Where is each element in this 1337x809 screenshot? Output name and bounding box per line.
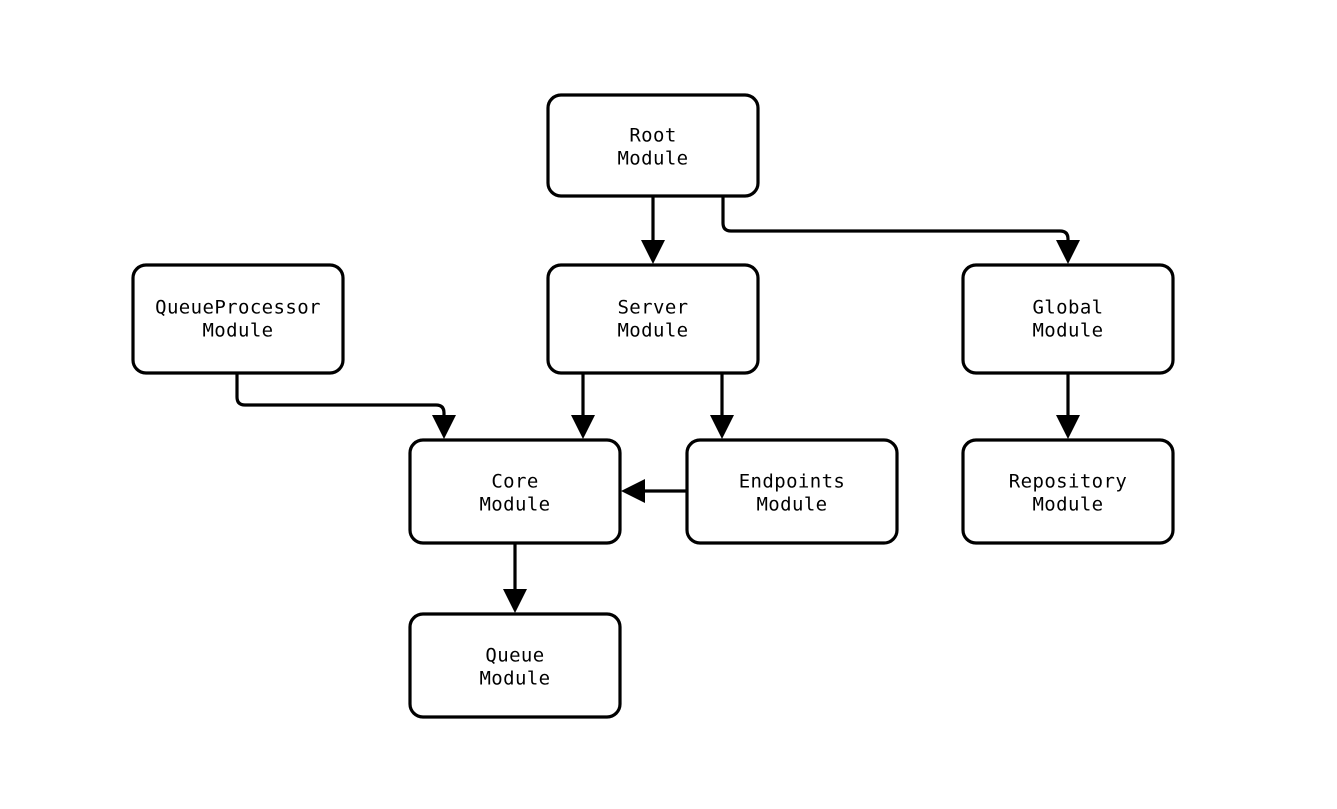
edge-core-to-queue-arrowhead (503, 589, 527, 613)
node-repository-module[interactable]: Repository Module (961, 438, 1175, 545)
node-global-module-box[interactable] (961, 263, 1175, 375)
node-server-module-label-line2: Module (617, 320, 688, 342)
node-queue-module-label-line1: Queue (485, 645, 544, 667)
edge-layer (235, 196, 1080, 613)
edge-server-to-core-arrowhead (571, 415, 595, 439)
edge-server-to-endpoints (710, 373, 734, 439)
node-repository-module-label-line1: Repository (1009, 471, 1127, 493)
edge-core-to-queue (503, 543, 527, 613)
edge-global-to-repository-arrowhead (1056, 415, 1080, 439)
edge-queueprocessor-to-core (235, 373, 456, 439)
edge-root-to-global-arrowhead (1056, 240, 1080, 264)
node-global-module[interactable]: Global Module (961, 263, 1175, 375)
node-core-module-label-line1: Core (491, 471, 538, 493)
node-queue-module-label-line2: Module (479, 668, 550, 690)
node-root-module-label-line2: Module (617, 148, 688, 170)
edge-endpoints-to-core (621, 479, 687, 503)
node-server-module[interactable]: Server Module (546, 263, 760, 375)
node-endpoints-module-label-line1: Endpoints (739, 471, 846, 493)
node-core-module-box[interactable] (408, 438, 622, 545)
node-repository-module-box[interactable] (961, 438, 1175, 545)
edge-queueprocessor-to-core-line (235, 373, 446, 421)
node-endpoints-module-label-line2: Module (756, 494, 827, 516)
node-root-module-box[interactable] (546, 93, 760, 198)
node-queue-module-box[interactable] (408, 612, 622, 719)
node-queue-module[interactable]: Queue Module (408, 612, 622, 719)
node-server-module-box[interactable] (546, 263, 760, 375)
node-global-module-label-line1: Global (1032, 297, 1103, 319)
node-core-module[interactable]: Core Module (408, 438, 622, 545)
edge-root-to-global-line (721, 196, 1070, 246)
edge-root-to-server-arrowhead (641, 240, 665, 264)
node-repository-module-label-line2: Module (1032, 494, 1103, 516)
edge-global-to-repository (1056, 373, 1080, 439)
edge-endpoints-to-core-arrowhead (621, 479, 645, 503)
node-root-module-label-line1: Root (629, 125, 676, 147)
node-queueprocessor-module-label-line1: QueueProcessor (155, 297, 321, 319)
node-core-module-label-line2: Module (479, 494, 550, 516)
node-endpoints-module-box[interactable] (685, 438, 899, 545)
node-layer: Root Module QueueProcessor Module Server… (131, 93, 1175, 719)
edge-root-to-global (721, 196, 1080, 264)
node-endpoints-module[interactable]: Endpoints Module (685, 438, 899, 545)
node-server-module-label-line1: Server (617, 297, 688, 319)
node-queueprocessor-module[interactable]: QueueProcessor Module (131, 263, 345, 375)
edge-server-to-endpoints-arrowhead (710, 415, 734, 439)
node-global-module-label-line2: Module (1032, 320, 1103, 342)
edge-queueprocessor-to-core-arrowhead (432, 415, 456, 439)
node-queueprocessor-module-box[interactable] (131, 263, 345, 375)
edge-server-to-core (571, 373, 595, 439)
node-root-module[interactable]: Root Module (546, 93, 760, 198)
edge-root-to-server (641, 196, 665, 264)
node-queueprocessor-module-label-line2: Module (202, 320, 273, 342)
